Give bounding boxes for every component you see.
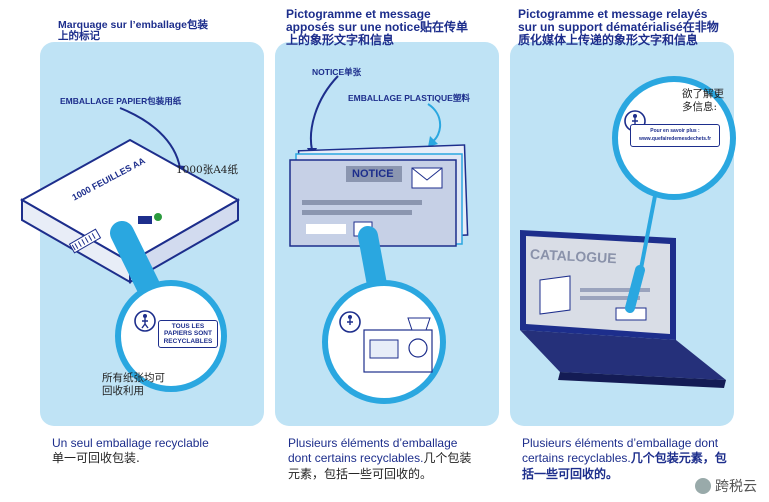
footer-2-fr: Plusieurs éléments d’emballage dont cert… (288, 436, 458, 466)
heading-panel-2: Pictogramme et message apposés sur une n… (286, 7, 469, 47)
footer-2-cn: 几个包装元素，包括一些可回收的。 (288, 451, 472, 481)
label-emballage-plastique: EMBALLAGE PLASTIQUE塑料 (348, 93, 470, 103)
watermark: 跨税云 (695, 476, 757, 496)
box-annotation: 1000张A4纸 (176, 164, 238, 176)
web-annotation: 欲了解更 多信息: (682, 88, 724, 114)
footer-1-fr: Un seul emballage recyclable (52, 436, 209, 450)
msg-line-2: PAPIERS SONT (164, 330, 212, 338)
paper-annotation-line-1: 所有纸张均可 (102, 372, 165, 384)
label-emballage-papier: EMBALLAGE PAPIER包装用纸 (60, 96, 182, 106)
heading-panel-1: Marquage sur l’emballage包装上的标记 (58, 19, 208, 43)
web-annotation-line-2: 多信息: (682, 101, 718, 114)
label-notice: NOTICE单张 (312, 67, 362, 77)
paper-annotation-line-2: 回收利用 (102, 385, 144, 398)
footer-3-cn: 几个包装元素，包括一些可回收的。 (522, 451, 727, 481)
web-message-box: Pour en savoir plus : www.quefairedemesd… (630, 124, 720, 147)
footer-panel-2: Plusieurs éléments d’emballage dont cert… (288, 436, 478, 482)
web-annotation-line-1: 欲了解更 (682, 88, 724, 100)
footer-1-cn: 单一可回收包装. (52, 451, 140, 466)
wechat-icon (695, 478, 711, 494)
heading-panel-3: Pictogramme et message relayés sur un su… (518, 7, 719, 47)
pour-en-savoir: Pour en savoir plus : (650, 128, 700, 134)
paper-annotation: 所有纸张均可 回收利用 (102, 372, 165, 398)
footer-3-fr: Plusieurs éléments d’emballage dont cert… (522, 436, 719, 466)
notice-title: NOTICE (352, 168, 394, 180)
watermark-text: 跨税云 (715, 478, 757, 494)
notice-zoom-content (339, 311, 433, 373)
web-url[interactable]: www.quefairedemesdechets.fr (638, 135, 712, 142)
msg-line-1: TOUS LES (171, 323, 205, 330)
triman-icon (134, 310, 156, 332)
recyclable-message-box: TOUS LES PAPIERS SONT RECYCLABLES (158, 320, 218, 349)
footer-panel-3: Plusieurs éléments d’emballage dont cert… (522, 436, 732, 482)
footer-panel-1: Un seul emballage recyclable 单一可回收包装. (52, 436, 252, 467)
msg-line-3: RECYCLABLES (163, 337, 213, 345)
